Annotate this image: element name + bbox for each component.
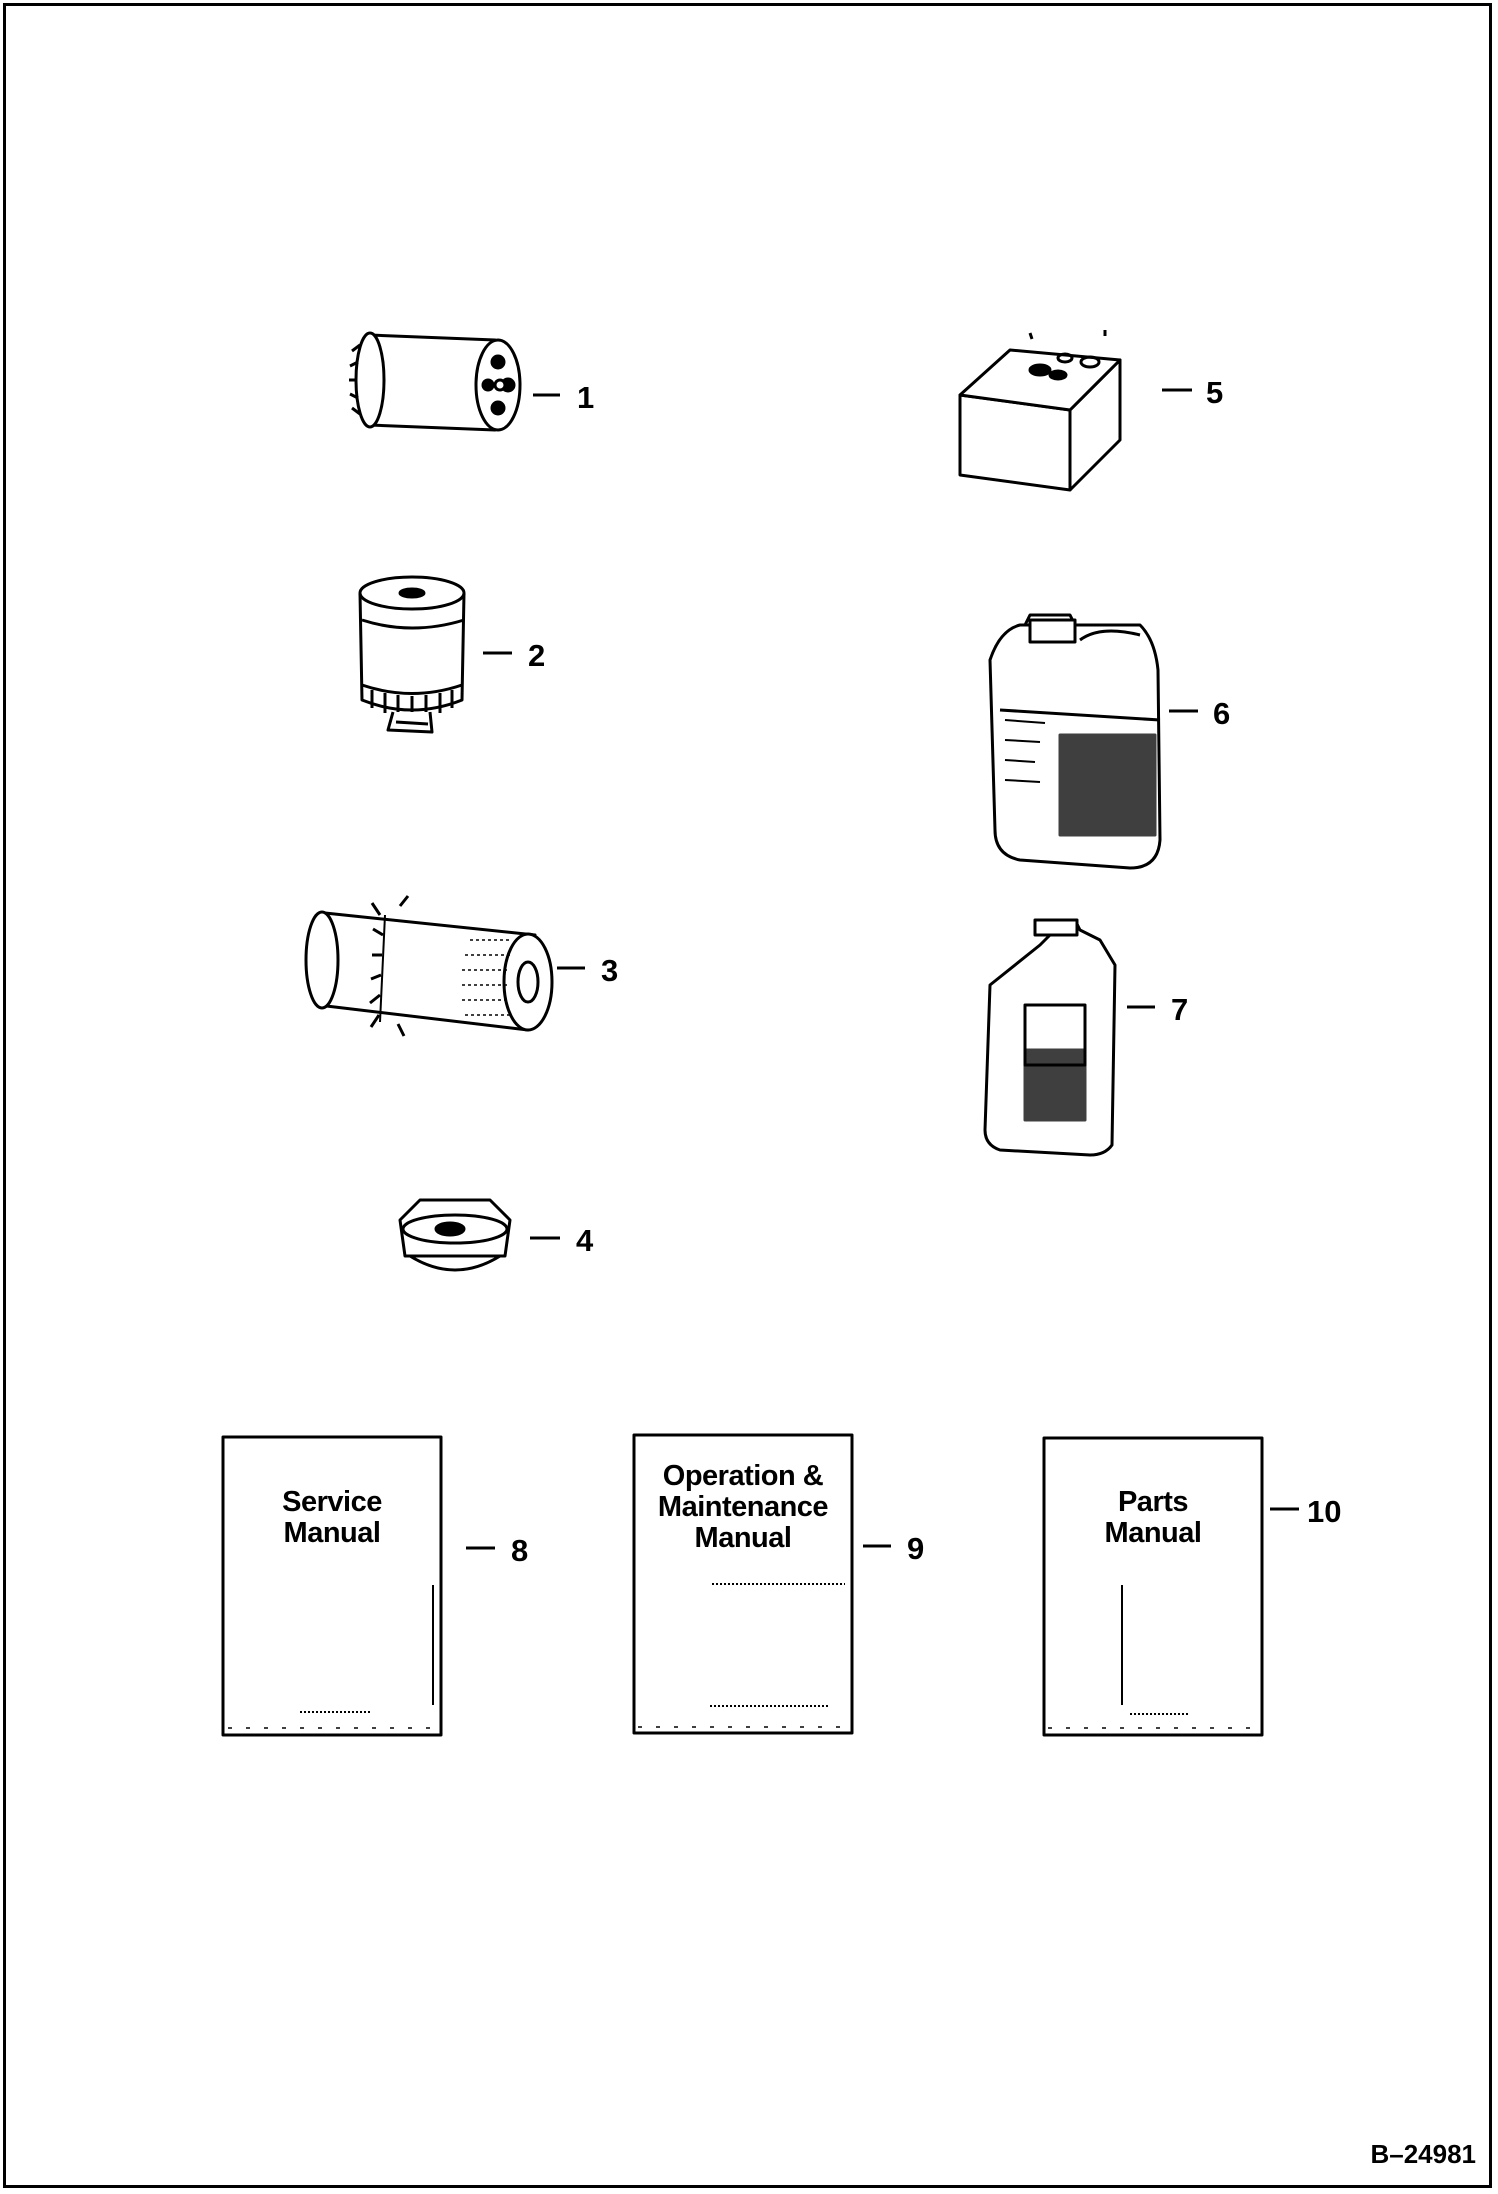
operation-maintenance-manual-icon — [632, 1433, 854, 1735]
diagram-frame — [3, 3, 1492, 2188]
callout-10: 10 — [1307, 1494, 1342, 1529]
parts-manual-icon — [1042, 1436, 1264, 1737]
oil-filter-icon — [349, 331, 522, 432]
callout-6: 6 — [1213, 696, 1231, 731]
oil-bottle-icon — [983, 918, 1117, 1157]
service-manual-title-line2: Manual — [283, 1517, 381, 1549]
fuel-filter-icon — [358, 575, 466, 734]
callout-3: 3 — [601, 953, 619, 988]
operation-manual-title: Operation & Maintenance Manual — [634, 1461, 852, 1554]
parts-manual-title: Parts Manual — [1044, 1487, 1262, 1549]
service-manual-title-line1: Service — [282, 1486, 382, 1518]
callout-9: 9 — [907, 1531, 925, 1566]
callout-1: 1 — [577, 380, 595, 415]
fill-cap-icon — [398, 1198, 512, 1272]
operation-manual-title-line3: Manual — [694, 1522, 792, 1554]
callout-4: 4 — [576, 1223, 594, 1258]
callout-7: 7 — [1171, 992, 1189, 1027]
callout-5: 5 — [1206, 375, 1224, 410]
service-manual-title: Service Manual — [223, 1487, 441, 1549]
air-filter-icon — [304, 895, 554, 1037]
callout-8: 8 — [511, 1533, 529, 1568]
operation-manual-title-line2: Maintenance — [657, 1491, 829, 1523]
parts-manual-title-line1: Parts — [1117, 1486, 1189, 1518]
callout-2: 2 — [528, 638, 546, 673]
fluid-jug-icon — [988, 613, 1162, 870]
reference-number: B–24981 — [1370, 2139, 1476, 2169]
service-manual-icon — [221, 1435, 443, 1737]
operation-manual-title-line1: Operation & — [662, 1460, 824, 1492]
battery-icon — [958, 330, 1122, 492]
parts-manual-title-line2: Manual — [1104, 1517, 1202, 1549]
